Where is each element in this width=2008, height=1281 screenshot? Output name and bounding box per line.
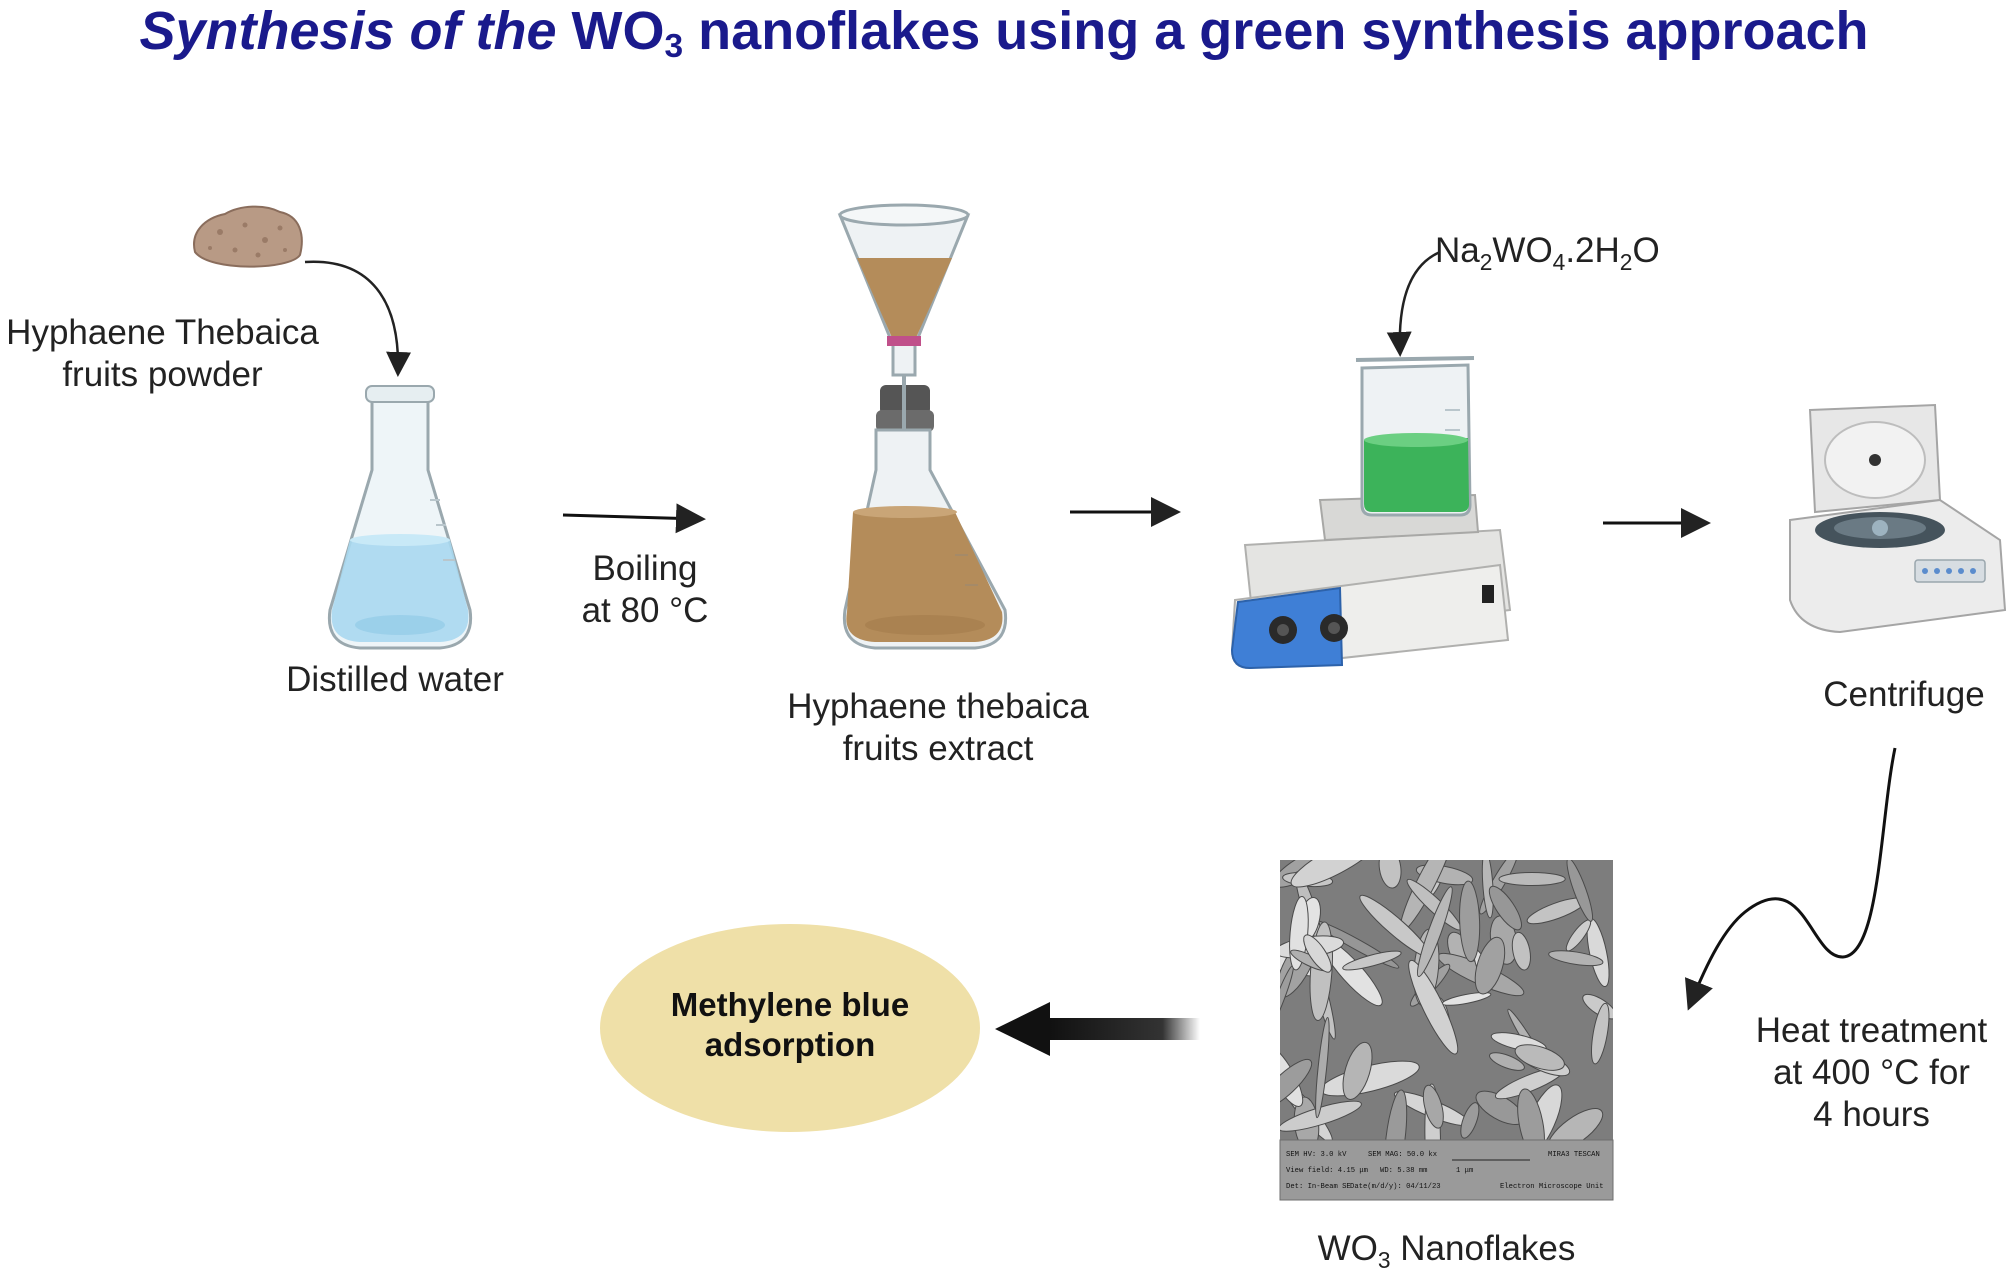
beaker-icon	[1355, 356, 1475, 517]
sem-image: SEM HV: 3.0 kV SEM MAG: 50.0 kx MIRA3 TE…	[1279, 860, 1614, 1201]
sem-info-unit: Electron Microscope Unit	[1500, 1183, 1604, 1191]
title-italic: Synthesis of the	[139, 1, 557, 61]
sem-info-hv: SEM HV: 3.0 kV	[1286, 1151, 1347, 1159]
sem-flake	[1488, 885, 1522, 931]
arrow-heat-treatment	[1684, 747, 1897, 1011]
sem-flake	[1342, 950, 1402, 971]
sem-info-view: View field: 4.15 μm	[1286, 1167, 1368, 1175]
sem-flake	[1481, 860, 1494, 919]
centrifuge-icon	[1789, 403, 2007, 634]
sem-info-det: Det: In-Beam SE	[1286, 1183, 1351, 1191]
extract-flask-icon	[842, 428, 1008, 650]
sem-flake	[1342, 1041, 1373, 1100]
sem-flake	[1315, 1017, 1330, 1119]
adsorption-ellipse	[600, 924, 980, 1132]
label-reagent: Na2WO4.2H2O	[1435, 231, 1660, 275]
sem-flake	[1498, 871, 1566, 887]
sem-flake	[1591, 1002, 1610, 1065]
sem-flake	[1566, 860, 1594, 922]
filter-funnel-icon	[837, 203, 971, 509]
sem-info-date: Date(m/d/y): 04/11/23	[1350, 1183, 1441, 1191]
arrow-boiling	[562, 503, 706, 534]
sem-flake	[1514, 1044, 1565, 1071]
magnetic-stirrer-icon	[1230, 493, 1512, 670]
sem-flake	[1303, 934, 1332, 973]
erlenmeyer-flask-icon	[327, 385, 473, 650]
sem-info-mag: SEM MAG: 50.0 kx	[1368, 1151, 1437, 1159]
label-distilled-water: Distilled water	[286, 660, 504, 699]
sem-info-wd: WD: 5.38 mm	[1380, 1167, 1427, 1175]
sem-flake	[1459, 880, 1481, 963]
reagent-arrow	[1386, 250, 1441, 357]
sem-info-scale: 1 μm	[1456, 1167, 1473, 1175]
sem-flake	[1290, 860, 1381, 888]
sem-flake	[1416, 886, 1453, 977]
sem-flake	[1280, 1058, 1313, 1110]
label-centrifuge: Centrifuge	[1823, 675, 1985, 714]
sem-flake	[1422, 1084, 1444, 1129]
sem-flake	[1460, 1102, 1480, 1139]
sem-flake	[1474, 936, 1506, 995]
title-formula: WO3	[571, 1, 684, 66]
sem-flake	[1511, 931, 1531, 971]
diagram-title: Synthesis of the WO3 nanoflakes using a …	[0, 0, 2008, 70]
arrow-to-adsorption	[995, 1002, 1200, 1056]
sem-flake	[1378, 860, 1402, 889]
powder-to-flask-arrow	[304, 260, 412, 377]
sem-flake	[1548, 950, 1604, 967]
title-rest: nanoflakes using a green synthesis appro…	[698, 1, 1869, 61]
sem-flake	[1408, 959, 1459, 1055]
sem-info-brand: MIRA3 TESCAN	[1548, 1151, 1600, 1159]
powder-pile-icon	[193, 205, 303, 268]
sem-flake	[1489, 1052, 1525, 1071]
label-product: WO3 Nanoflakes	[1317, 1229, 1576, 1273]
